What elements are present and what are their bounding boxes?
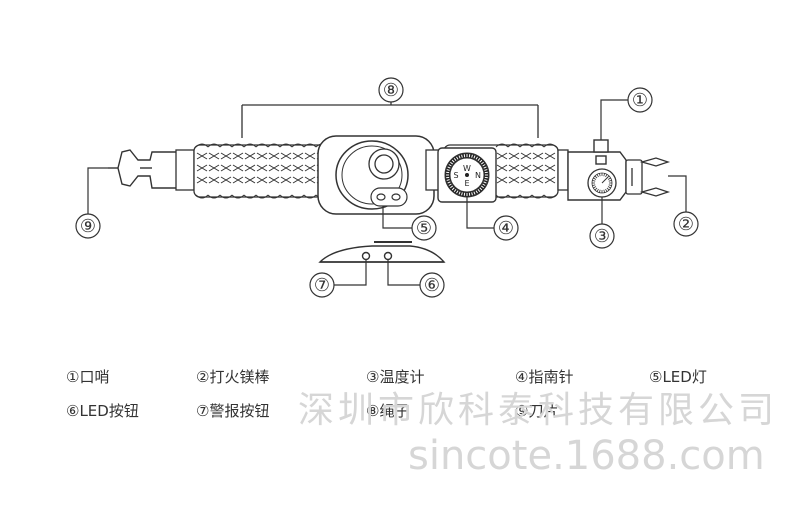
svg-text:⑨: ⑨ <box>80 216 96 237</box>
compass-e: E <box>464 179 469 188</box>
callout-6: ⑥ <box>419 272 445 298</box>
svg-text:⑥: ⑥ <box>424 275 440 296</box>
rope-bracket <box>241 100 539 138</box>
blade-leader <box>87 167 108 214</box>
housing-side-view <box>318 241 446 263</box>
callout-9: ⑨ <box>75 213 101 239</box>
fire-striker-leader <box>668 175 687 212</box>
whistle-leader <box>600 99 628 140</box>
legend-item-compass: ④指南针 <box>515 368 574 386</box>
legend-item-fire-striker: ②打火镁棒 <box>196 368 270 386</box>
left-weave <box>195 143 329 199</box>
svg-text:④: ④ <box>498 218 514 239</box>
callout-8: ⑧ <box>378 77 404 103</box>
watermark-site: sincote.1688.com <box>408 433 765 479</box>
svg-text:②: ② <box>678 214 694 235</box>
legend-item-led-light: ⑤LED灯 <box>649 368 707 386</box>
right-weave <box>495 143 557 199</box>
watermark-company: 深圳市欣科泰科技有限公司 <box>298 390 779 431</box>
led-leader <box>382 206 412 229</box>
alarm-leader <box>334 260 367 286</box>
svg-text:①: ① <box>632 90 648 111</box>
compass: W N S E <box>437 147 497 203</box>
callout-4: ④ <box>493 215 519 241</box>
svg-text:⑦: ⑦ <box>314 275 330 296</box>
svg-text:③: ③ <box>594 226 610 247</box>
callout-7: ⑦ <box>309 272 335 298</box>
legend-item-blade: ⑨刀片 <box>515 402 559 420</box>
led-lens <box>368 148 400 180</box>
legend-item-alarm-button: ⑦警报按钮 <box>196 402 270 420</box>
callout-5: ⑤ <box>411 215 437 241</box>
compass-w: W <box>463 164 471 173</box>
compass-s: S <box>453 171 458 180</box>
svg-text:⑧: ⑧ <box>383 80 399 101</box>
fire-striker <box>625 157 671 197</box>
left-rope-strap <box>175 144 325 198</box>
thermometer <box>587 168 617 198</box>
compass-leader <box>466 197 494 229</box>
legend-item-thermometer: ③温度计 <box>366 368 425 386</box>
legend-item-led-button: ⑥LED按钮 <box>66 402 139 420</box>
callout-3: ③ <box>589 223 615 249</box>
led-button-leader <box>387 260 420 286</box>
callout-1: ① <box>627 87 653 113</box>
legend-item-whistle: ①口哨 <box>66 368 110 386</box>
compass-n: N <box>475 171 481 180</box>
callout-2: ② <box>673 211 699 237</box>
legend-item-rope: ⑧绳子 <box>366 402 410 420</box>
led-buttons <box>370 187 408 207</box>
svg-text:⑤: ⑤ <box>416 218 432 239</box>
blade-buckle <box>108 149 179 189</box>
